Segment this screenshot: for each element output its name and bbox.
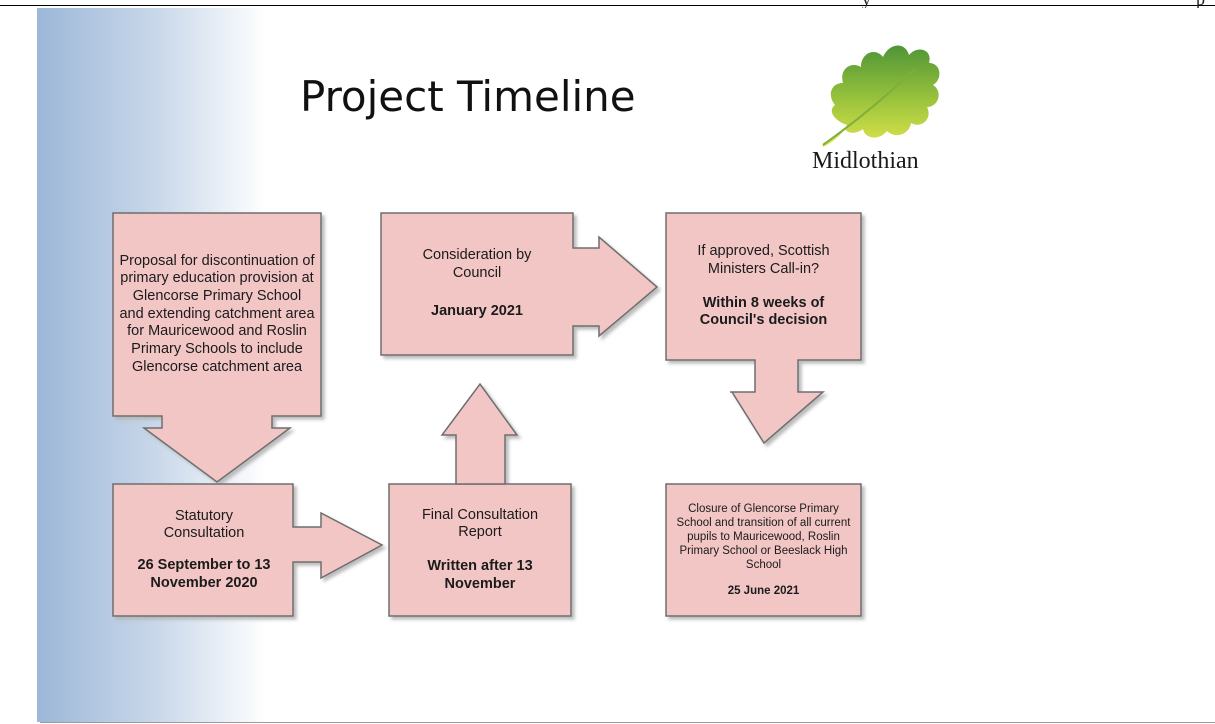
page-top-rule — [0, 5, 1215, 6]
proposal-text: Proposal for discontinuation of primary … — [119, 252, 315, 375]
closure-box-shape — [665, 483, 862, 617]
final-report-text: Final Consultation Report — [421, 506, 539, 541]
final-report-box: Final Consultation Report Written after … — [389, 484, 571, 616]
ministers-callout-shape — [665, 212, 862, 445]
proposal-box: Proposal for discontinuation of primary … — [113, 213, 321, 416]
ministers-date: Within 8 weeks of Council's decision — [699, 294, 828, 329]
closure-date: 25 June 2021 — [727, 585, 800, 598]
closure-box: Closure of Glencorse Primary School and … — [666, 484, 861, 616]
statutory-consultation-box: Statutory Consultation 26 September to 1… — [113, 484, 295, 616]
slide-title: Project Timeline — [300, 72, 636, 121]
council-date: January 2021 — [431, 302, 523, 319]
statutory-callout-shape — [112, 483, 384, 617]
header-text-fragment: p — [1196, 0, 1205, 10]
ministers-text: If approved, Scottish Ministers Call-in? — [697, 243, 830, 277]
up-arrow-shape — [440, 382, 519, 485]
proposal-callout-shape — [112, 212, 322, 483]
final-report-callout-shape — [388, 483, 572, 617]
oak-leaf-logo-icon — [822, 45, 940, 147]
ministers-call-in-box: If approved, Scottish Ministers Call-in?… — [666, 213, 861, 360]
statutory-text: Statutory Consultation — [163, 507, 245, 542]
council-text: Consideration by Council — [422, 247, 532, 282]
closure-text: Closure of Glencorse Primary School and … — [676, 502, 851, 572]
final-report-date: Written after 13 November — [427, 558, 533, 592]
page-bottom-rule — [40, 722, 1215, 723]
logo-wordmark: Midlothian — [812, 148, 919, 174]
statutory-date: 26 September to 13 November 2020 — [137, 557, 271, 591]
council-callout-shape — [380, 212, 659, 356]
council-consideration-box: Consideration by Council January 2021 — [381, 213, 573, 355]
header-text-fragment: y — [862, 0, 871, 10]
